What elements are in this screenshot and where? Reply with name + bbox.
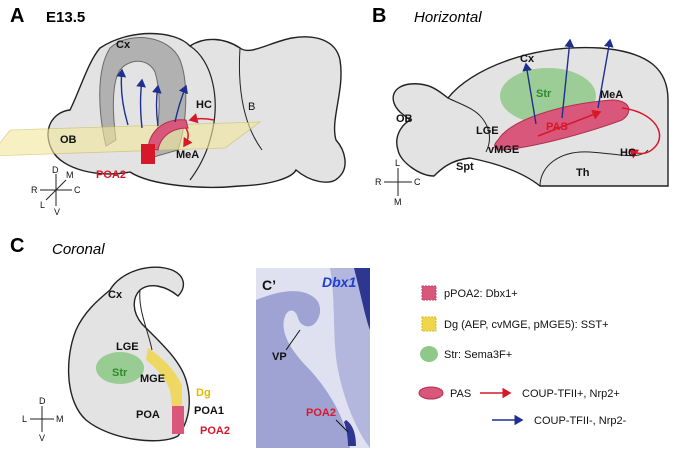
- panel-a: A E13.5 Cx HC B OB MeA POA2 D: [0, 5, 346, 217]
- panel-c-axis-l: L: [22, 414, 27, 424]
- panel-a-label-poa2: POA2: [96, 169, 126, 181]
- panel-a-label-cx: Cx: [116, 39, 131, 51]
- panel-b-blue-arrow-3: [597, 38, 614, 109]
- panel-a-axis-r: R: [31, 185, 38, 195]
- legend-swatch-dg: [421, 316, 437, 332]
- panel-cprime-label-poa2: POA2: [306, 407, 336, 419]
- panel-a-axis-l: L: [40, 200, 45, 210]
- panel-b: B Horizontal Cx Str MeA OB LGE PAS vMGE …: [372, 5, 669, 207]
- panel-b-inner-contour: [447, 97, 490, 153]
- legend-swatch-ppoa2: [421, 285, 437, 301]
- panel-c-ventricle: [139, 289, 153, 351]
- panel-c-str-ellipse: [96, 352, 144, 384]
- panel-a-axis-m: M: [66, 170, 74, 180]
- legend-label-str: Str: Sema3F+: [444, 349, 512, 361]
- panel-cprime-tissue-right: [330, 268, 370, 448]
- panel-cprime-label-vp: VP: [272, 351, 287, 363]
- panel-c-title: Coronal: [52, 241, 105, 258]
- panel-c-label-poa: POA: [136, 409, 160, 421]
- panel-a-stage: E13.5: [46, 9, 85, 26]
- panel-b-label-str: Str: [536, 88, 552, 100]
- panel-a-axis-cross: [40, 174, 72, 206]
- panel-b-label-hc: HC: [620, 147, 636, 159]
- panel-c-axis-d: D: [39, 396, 46, 406]
- panel-c-label-str: Str: [112, 367, 128, 379]
- panel-a-b-region-line: [238, 47, 263, 151]
- panel-a-label-b: B: [248, 101, 255, 113]
- panel-b-letter: B: [372, 5, 386, 27]
- panel-a-label-ob: OB: [60, 134, 77, 146]
- panel-b-blue-arrow-1: [522, 62, 537, 125]
- legend: pPOA2: Dbx1+ Dg (AEP, cvMGE, pMGE5): SST…: [418, 285, 627, 427]
- panel-b-label-ob: OB: [396, 113, 413, 125]
- panel-c-label-cx: Cx: [108, 289, 123, 301]
- panel-a-red-arrow-mea: [183, 127, 193, 148]
- panel-c-axis-m: M: [56, 414, 64, 424]
- panel-c-dg-band: [146, 348, 182, 406]
- panel-c-axis-v: V: [39, 433, 45, 443]
- panel-c-label-poa1: POA1: [194, 405, 224, 417]
- panel-cprime: C’ Dbx1 VP POA2: [256, 268, 370, 448]
- panel-b-label-pas: PAS: [546, 121, 568, 133]
- panel-cprime-gene: Dbx1: [322, 274, 356, 290]
- panel-a-axis-d: D: [52, 165, 59, 175]
- panel-b-label-vmge: vMGE: [488, 144, 519, 156]
- panel-a-axis-v: V: [54, 207, 60, 217]
- panel-c-poa2-band: [172, 406, 184, 434]
- panel-b-label-mea: MeA: [600, 89, 623, 101]
- panel-a-label-hc: HC: [196, 99, 212, 111]
- panel-cprime-dark-stain: [354, 268, 370, 330]
- panel-b-axis-m: M: [394, 197, 402, 207]
- panel-b-axis-cross: [384, 168, 412, 196]
- panel-b-axis-r: R: [375, 177, 382, 187]
- panel-b-label-th: Th: [576, 167, 590, 179]
- panel-b-red-arrow-mea: [537, 109, 602, 137]
- panel-b-axis-l: L: [395, 158, 400, 168]
- panel-c-label-dg: Dg: [196, 387, 211, 399]
- legend-swatch-pas: [418, 386, 444, 400]
- panel-a-letter: A: [10, 5, 24, 27]
- panel-c-label-lge: LGE: [116, 341, 139, 353]
- panel-c-axis-cross: [30, 406, 54, 432]
- panel-a-blue-arrow-2: [136, 78, 146, 129]
- panel-cprime-vp-pointer: [285, 329, 301, 351]
- legend-swatch-str: [420, 346, 438, 362]
- panel-c-label-poa2: POA2: [200, 425, 230, 437]
- panel-c: C Coronal Cx LGE Str MGE Dg POA POA1 POA…: [10, 235, 230, 443]
- panel-b-label-lge: LGE: [476, 125, 499, 137]
- panel-a-pas-arc: [147, 119, 189, 151]
- panel-a-axis-c: C: [74, 185, 81, 195]
- panel-b-label-spt: Spt: [456, 161, 474, 173]
- panel-b-blue-arrow-2: [561, 38, 575, 119]
- panel-cprime-letter: C’: [262, 277, 276, 293]
- legend-label-blue-arrow: COUP-TFII-, Nrp2-: [534, 415, 627, 427]
- panel-a-poa2-box: [141, 144, 155, 164]
- legend-label-red-arrow: COUP-TFII+, Nrp2+: [522, 388, 620, 400]
- panel-cprime-poa2-stain: [344, 420, 356, 446]
- panel-c-letter: C: [10, 235, 24, 257]
- panel-a-blue-arrow-1: [116, 68, 129, 126]
- panel-a-blue-arrow-4: [174, 84, 188, 123]
- panel-cprime-tissue: [256, 291, 350, 448]
- panel-b-red-arrow-hc: [621, 107, 661, 159]
- panel-cprime-poa2-pointer: [335, 419, 349, 433]
- panel-a-label-mea: MeA: [176, 149, 199, 161]
- panel-b-axis-c: C: [414, 177, 421, 187]
- panel-b-title: Horizontal: [414, 9, 482, 26]
- legend-label-ppoa2: pPOA2: Dbx1+: [444, 288, 518, 300]
- legend-label-pas: PAS: [450, 388, 471, 400]
- panel-a-red-arrow-hc: [188, 113, 215, 124]
- legend-label-dg: Dg (AEP, cvMGE, pMGE5): SST+: [444, 319, 609, 331]
- panel-b-label-cx: Cx: [520, 53, 535, 65]
- panel-c-label-mge: MGE: [140, 373, 165, 385]
- panel-a-blue-arrow-3: [152, 84, 162, 127]
